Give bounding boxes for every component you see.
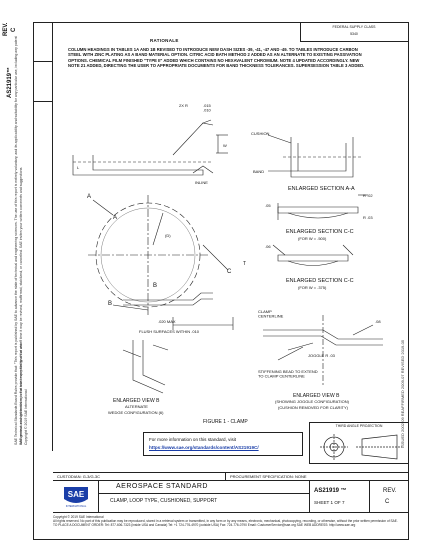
joggle-dim: .08 bbox=[375, 319, 381, 324]
t-label: T bbox=[243, 261, 246, 267]
sae-logo: SAE INTERNATIONAL bbox=[64, 487, 88, 508]
w-label: W bbox=[223, 143, 227, 148]
title-block-header bbox=[53, 472, 409, 481]
federal-supply-value: 5340 bbox=[350, 32, 358, 36]
custodian: CUSTODIAN: G-3/G-3C bbox=[57, 474, 101, 479]
dim-06: .06 bbox=[265, 244, 271, 249]
side-rev-value: C bbox=[11, 27, 17, 32]
side-docnum-box bbox=[33, 62, 53, 102]
view-b2-note1: (SHOWING JOGGLE CONFIGURATION) bbox=[275, 399, 350, 404]
sheet-number: SHEET 1 OF 7 bbox=[314, 500, 345, 505]
dia-leader bbox=[152, 212, 164, 246]
document-number: AS21919 ™ bbox=[314, 488, 347, 494]
dim-05: .05 bbox=[265, 203, 271, 208]
inline-label: INLINE bbox=[195, 180, 208, 185]
projection-label: THIRD ANGLE PROJECTION bbox=[335, 424, 383, 428]
a-label-2: A bbox=[113, 215, 117, 221]
a-label-1: A bbox=[87, 194, 91, 200]
view-b-note1: ALTERNATE bbox=[125, 404, 148, 409]
view-b2-title: ENLARGED VIEW B bbox=[293, 393, 340, 399]
band-label: BAND bbox=[253, 169, 264, 174]
radius-label: 2X R bbox=[179, 103, 188, 108]
projection-box bbox=[309, 422, 409, 464]
footer: Copyright © 2019 SAE International All r… bbox=[53, 515, 409, 527]
section-cc-note: (FOR W = .500) bbox=[298, 236, 327, 241]
title-block-divider-2 bbox=[309, 481, 310, 513]
side-rev-label: REV. bbox=[3, 22, 9, 36]
section-cc-outline bbox=[277, 206, 359, 214]
section-cc-title: ENLARGED SECTION C-C bbox=[286, 229, 354, 235]
dia-label: (D) bbox=[165, 233, 171, 238]
logo-subtext: INTERNATIONAL bbox=[66, 504, 87, 508]
dim-r02: R .02 bbox=[363, 193, 373, 198]
logo-box bbox=[53, 481, 99, 513]
cushion-label: CUSHION bbox=[251, 131, 270, 136]
legal-text-2: SAE reviews each technical report at lea… bbox=[19, 166, 23, 445]
leader-arrow bbox=[201, 119, 214, 126]
title-block-divider-3 bbox=[369, 481, 370, 513]
section-cc2-note: (FOR W = .375) bbox=[298, 285, 327, 290]
title-rule bbox=[99, 493, 309, 494]
radius-value: .015.010 bbox=[203, 103, 212, 113]
revision-strip bbox=[33, 22, 53, 451]
figure-caption: FIGURE 1 - CLAMP bbox=[203, 419, 248, 425]
drawing-frame bbox=[33, 22, 409, 540]
rev-box bbox=[33, 22, 53, 62]
footer-rights: All rights reserved. No part of this pub… bbox=[53, 519, 398, 523]
joggle-label: JOGGLE R .03 bbox=[308, 353, 336, 358]
title-block-main bbox=[53, 481, 409, 513]
third-angle-projection-icon bbox=[320, 434, 402, 460]
view-b-outline bbox=[132, 340, 164, 394]
view-b-title: ENLARGED VIEW B bbox=[113, 398, 160, 404]
rationale-body: COLUMN HEADINGS IN TABLES 1A AND 1B REVI… bbox=[68, 47, 365, 69]
section-aa-title: ENLARGED SECTION A-A bbox=[288, 186, 355, 192]
section-cc2-outline bbox=[277, 254, 349, 262]
l-label: L bbox=[77, 165, 80, 170]
clamp-drawing: 2X R .015.010 L W INLINE A A (D) C B B T… bbox=[72, 103, 383, 425]
rev-value: C bbox=[385, 499, 390, 505]
federal-supply-box bbox=[300, 22, 409, 42]
info-text: For more information on this standard, v… bbox=[149, 437, 237, 442]
b-leader bbox=[112, 304, 149, 311]
radius-leader bbox=[172, 122, 204, 156]
section-a-leader bbox=[92, 199, 114, 216]
c-label: C bbox=[227, 269, 232, 275]
cushion-leader bbox=[267, 134, 292, 144]
view-b2-note2: (CUSHION REMOVED FOR CLARITY) bbox=[278, 405, 349, 410]
document-type: AEROSPACE STANDARD bbox=[116, 483, 208, 490]
procurement-spec: PROCUREMENT SPECIFICATION: NONE bbox=[230, 474, 307, 479]
inline-mark bbox=[192, 165, 214, 174]
rev-label: REV. bbox=[383, 488, 397, 494]
info-box bbox=[143, 432, 303, 456]
flush-dim: .020 MAX bbox=[158, 319, 176, 324]
federal-supply-label: FEDERAL SUPPLY CLASS bbox=[332, 25, 376, 29]
standard-link[interactable]: https://www.sae.org/standards/content/AS… bbox=[149, 445, 259, 450]
side-doc-number: AS21919™ bbox=[7, 66, 13, 98]
b-label-2: B bbox=[108, 301, 112, 307]
document-subtitle: CLAMP, LOOP TYPE, CUSHIONED, SUPPORT bbox=[110, 498, 218, 504]
footer-order-info: TO PLACE A DOCUMENT ORDER: Tel: 877-606-… bbox=[53, 523, 356, 527]
legal-text-3: Copyright © 2019 SAE International bbox=[24, 389, 28, 445]
section-cc2-title: ENLARGED SECTION C-C bbox=[286, 278, 354, 284]
band-flat-view bbox=[72, 155, 204, 176]
dim-r03: R .03 bbox=[363, 215, 373, 220]
logo-text: SAE bbox=[68, 490, 85, 499]
b-label: B bbox=[153, 283, 157, 289]
clamp-tab bbox=[123, 292, 213, 301]
view-b2-outline bbox=[263, 329, 383, 340]
view-b-note2: WEDGE CONFIGURATION (6) bbox=[108, 410, 164, 415]
footer-copyright: Copyright © 2019 SAE International bbox=[53, 515, 104, 519]
rationale-title: RATIONALE bbox=[150, 38, 179, 43]
flush-label: FLUSH SURFACES WITHIN .010 bbox=[139, 329, 200, 334]
title-block-divider bbox=[225, 472, 226, 481]
section-c-leader bbox=[202, 244, 229, 271]
